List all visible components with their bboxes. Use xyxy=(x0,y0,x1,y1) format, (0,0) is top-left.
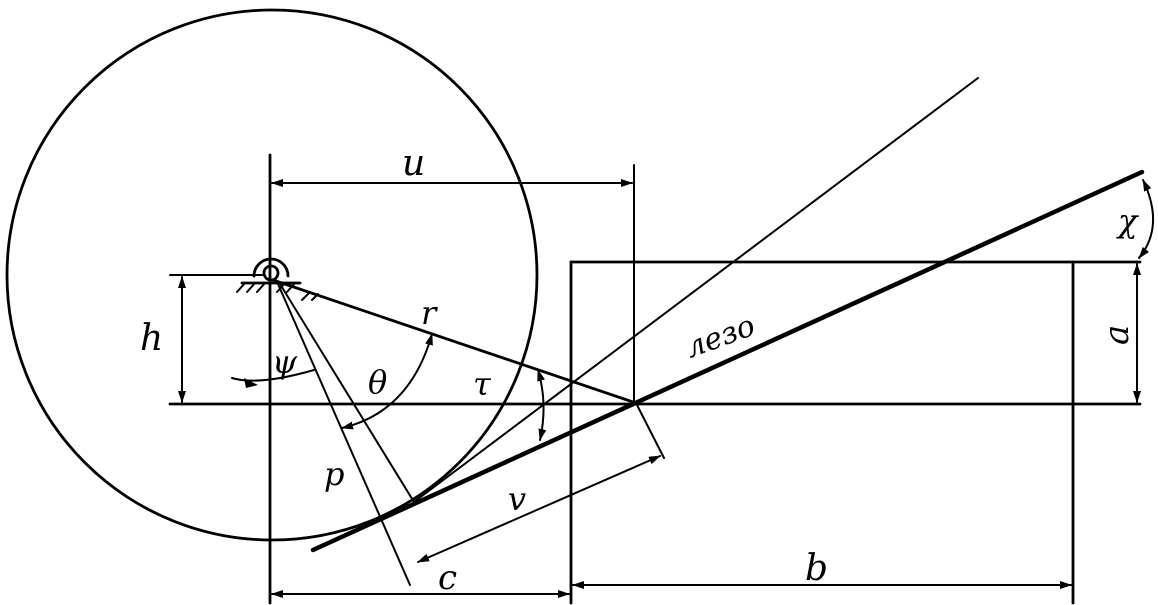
tau-angle-arc xyxy=(537,369,547,441)
label-v: v xyxy=(508,480,526,518)
label-c: c xyxy=(438,558,457,598)
radius-r-line xyxy=(271,278,638,405)
pivot-joint xyxy=(252,257,290,278)
kappa-angle-arc xyxy=(1138,179,1154,259)
label-a: a xyxy=(1097,325,1137,345)
label-u: u xyxy=(402,143,425,184)
perpendicular-p-line xyxy=(277,283,411,586)
theta-angle-arc xyxy=(341,333,433,430)
label-tau: τ xyxy=(473,365,492,403)
tangent-radius-line xyxy=(279,283,415,503)
label-p: p xyxy=(324,455,344,493)
psi-angle-arc xyxy=(231,369,315,382)
v-extension-line xyxy=(635,402,665,459)
psi-arrow xyxy=(244,378,258,388)
label-theta: θ xyxy=(368,363,387,401)
inclined-thin-line xyxy=(413,77,979,503)
label-kappa: χ xyxy=(1116,202,1139,240)
label-r: r xyxy=(421,294,438,332)
v-dimension-line xyxy=(417,455,661,563)
label-psi: ψ xyxy=(272,343,298,381)
label-b: b xyxy=(805,548,828,589)
pivot-center xyxy=(262,264,280,282)
blade-line xyxy=(310,169,1145,553)
label-blade: лезо xyxy=(681,308,760,365)
drum-circle xyxy=(5,8,539,542)
label-h: h xyxy=(140,318,163,359)
